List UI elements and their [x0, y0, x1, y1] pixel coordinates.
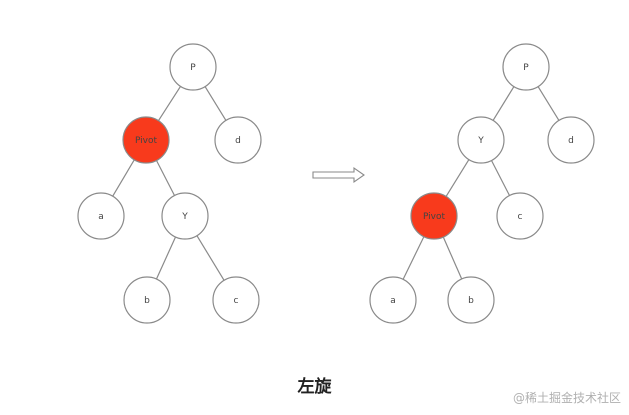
node-circle	[410, 192, 458, 240]
node-label: Y	[477, 136, 484, 146]
node-after-b: b	[447, 276, 495, 324]
diagram-caption: 左旋	[297, 377, 332, 397]
edge-before-P-d	[204, 86, 227, 121]
node-circle	[369, 276, 417, 324]
node-circle	[161, 192, 209, 240]
node-label: a	[98, 212, 104, 222]
node-label: d	[568, 136, 574, 146]
edge-before-Pivot-Y	[155, 160, 176, 196]
node-after-d: d	[547, 116, 595, 164]
node-after-Y: Y	[457, 116, 505, 164]
node-circle	[169, 43, 217, 91]
node-before-P: P	[169, 43, 217, 91]
node-circle	[547, 116, 595, 164]
node-before-a: a	[77, 192, 125, 240]
node-before-b: b	[123, 276, 171, 324]
node-after-c: c	[496, 192, 544, 240]
edge-after-Y-c	[490, 160, 511, 196]
node-label: b	[144, 296, 150, 306]
node-label: d	[235, 136, 241, 146]
node-circle	[212, 276, 260, 324]
node-before-d: d	[214, 116, 262, 164]
node-circle	[496, 192, 544, 240]
node-after-a: a	[369, 276, 417, 324]
edge-after-P-d	[537, 86, 560, 121]
node-label: P	[190, 63, 196, 73]
node-after-Pivot: Pivot	[410, 192, 458, 240]
node-circle	[447, 276, 495, 324]
node-label: Pivot	[423, 212, 446, 222]
tree-before: P Pivot d a Yb c	[77, 43, 262, 324]
edge-after-Pivot-a	[402, 236, 425, 280]
watermark: @稀土掘金技术社区	[512, 391, 621, 405]
node-after-P: P	[502, 43, 550, 91]
node-circle	[123, 276, 171, 324]
node-circle	[457, 116, 505, 164]
transform-arrow-icon	[312, 166, 365, 184]
node-label: Y	[181, 212, 188, 222]
node-label: c	[518, 212, 523, 222]
node-circle	[502, 43, 550, 91]
edge-after-Pivot-b	[442, 236, 463, 280]
node-label: a	[390, 296, 396, 306]
node-label: b	[468, 296, 474, 306]
node-before-c: c	[212, 276, 260, 324]
edge-before-Y-c	[196, 235, 225, 281]
node-label: c	[234, 296, 239, 306]
edge-before-Pivot-a	[112, 159, 135, 197]
node-label: Pivot	[135, 136, 158, 146]
node-circle	[122, 116, 170, 164]
edge-after-Y-Pivot	[445, 159, 470, 197]
node-before-Pivot: Pivot	[122, 116, 170, 164]
node-circle	[77, 192, 125, 240]
node-before-Y: Y	[161, 192, 209, 240]
edge-before-Y-b	[155, 236, 177, 280]
edge-after-P-Y	[492, 86, 515, 121]
node-circle	[214, 116, 262, 164]
edge-before-P-Pivot	[157, 86, 182, 121]
node-label: P	[523, 63, 529, 73]
